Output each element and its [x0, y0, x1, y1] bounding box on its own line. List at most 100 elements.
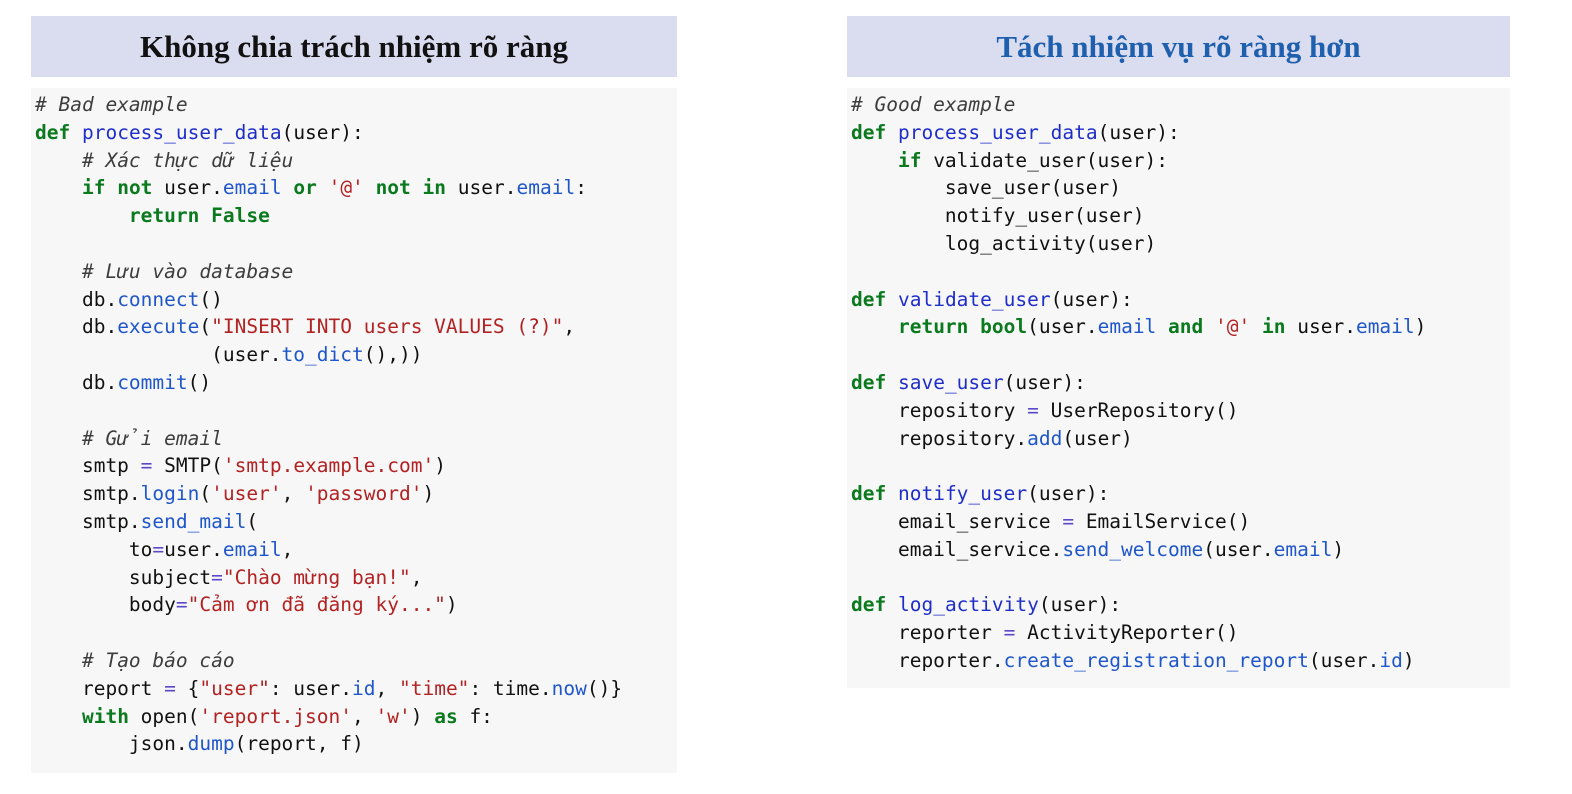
code-token: now — [551, 676, 587, 700]
code-token — [411, 176, 423, 199]
code-token: = — [175, 593, 188, 617]
code-token: def — [851, 287, 887, 311]
code-token — [1156, 315, 1168, 338]
code-token — [35, 705, 82, 728]
code-token — [199, 204, 211, 227]
code-token: ) — [445, 593, 458, 617]
code-token: False — [211, 204, 270, 228]
code-token: commit — [117, 370, 188, 394]
code-line: repository.add(user) — [847, 425, 1510, 453]
code-token — [282, 176, 294, 199]
code-token: email — [516, 176, 576, 200]
code-token: "time" — [398, 676, 470, 700]
code-token: ) — [1332, 537, 1345, 561]
code-line — [847, 564, 1510, 592]
code-token: , — [375, 676, 399, 700]
code-token — [1250, 315, 1262, 338]
code-token: '@' — [328, 176, 364, 200]
code-token: process_user_data — [81, 120, 282, 144]
code-token — [364, 176, 376, 199]
code-token: reporter — [851, 621, 1004, 645]
code-token: smtp — [35, 454, 141, 478]
code-token: (report, f) — [234, 732, 364, 756]
code-line: reporter = ActivityReporter() — [847, 619, 1510, 647]
code-token — [105, 176, 117, 199]
code-token: in — [422, 176, 447, 200]
code-token: , — [281, 482, 306, 506]
code-token: to — [35, 537, 153, 561]
code-token: ) — [1414, 315, 1427, 339]
code-line: body="Cảm ơn đã đăng ký...") — [31, 591, 677, 619]
code-line: if not user.email or '@' not in user.ema… — [31, 174, 677, 202]
code-token: "Chào mừng bạn!" — [222, 565, 411, 589]
code-token: open( — [128, 704, 200, 728]
code-token: email_service — [851, 509, 1063, 533]
code-line: email_service.send_welcome(user.email) — [847, 536, 1510, 564]
code-line: to=user.email, — [31, 536, 677, 564]
code-token: (user) — [1062, 426, 1133, 450]
code-token: (),)) — [363, 343, 423, 367]
code-token — [35, 149, 82, 172]
code-token: email_service. — [851, 537, 1063, 561]
code-token: save_user — [897, 370, 1004, 394]
code-token: (user. — [1308, 648, 1380, 672]
code-token: "user" — [199, 676, 270, 700]
code-token — [70, 121, 82, 144]
code-token: if — [81, 176, 106, 200]
code-token: f: — [457, 704, 493, 728]
code-token: () — [199, 287, 223, 311]
code-token — [886, 121, 898, 144]
code-token: validate_user — [897, 287, 1051, 311]
code-token: not — [117, 176, 153, 200]
code-token: (user): — [1050, 287, 1133, 311]
code-token: save_user(user) — [851, 176, 1122, 200]
code-token: db. — [35, 287, 118, 311]
code-line: json.dump(report, f) — [31, 730, 677, 758]
code-token: ActivityReporter() — [1015, 621, 1239, 645]
code-token: = — [1003, 621, 1016, 645]
code-line: (user.to_dict(),)) — [31, 341, 677, 369]
code-token: , — [410, 565, 423, 589]
code-line: return False — [31, 202, 677, 230]
code-token — [851, 315, 898, 338]
code-token: ) — [434, 454, 446, 478]
code-token — [886, 288, 898, 311]
code-line: report = {"user": user.id, "time": time.… — [31, 675, 677, 703]
code-token: as — [434, 704, 458, 728]
code-line — [847, 258, 1510, 286]
code-token: and — [1168, 315, 1204, 339]
code-token — [317, 176, 329, 199]
code-token: def — [35, 120, 71, 144]
code-token: = — [164, 676, 176, 700]
code-token: = — [1027, 398, 1039, 422]
code-token — [35, 649, 82, 672]
code-line: # Good example — [847, 91, 1510, 119]
code-token: email — [1097, 315, 1157, 339]
code-token: email — [222, 176, 282, 200]
code-token: 'user' — [211, 482, 282, 506]
code-line: def validate_user(user): — [847, 286, 1510, 314]
code-token: '@' — [1215, 315, 1251, 339]
code-token — [35, 427, 82, 450]
code-line — [31, 397, 677, 425]
code-line: db.commit() — [31, 369, 677, 397]
code-token: ( — [199, 482, 212, 506]
code-token: if — [897, 148, 922, 172]
code-token: (user. — [1027, 315, 1098, 339]
code-token: # Bad example — [35, 93, 188, 116]
code-line: smtp.send_mail( — [31, 508, 677, 536]
code-token: body — [35, 593, 176, 617]
code-token: def — [851, 370, 887, 394]
code-token: repository. — [851, 426, 1028, 450]
code-token: log_activity(user) — [851, 231, 1157, 255]
bad-example-title: Không chia trách nhiệm rõ ràng — [31, 16, 677, 77]
code-token: 'report.json' — [199, 704, 353, 728]
code-line: reporter.create_registration_report(user… — [847, 647, 1510, 675]
code-token: { — [175, 676, 200, 700]
code-line: # Gửi email — [31, 425, 677, 453]
code-token: email — [1355, 315, 1415, 339]
code-token: # Lưu vào database — [81, 259, 294, 283]
code-token: send_mail — [140, 509, 247, 533]
code-token: (user. — [35, 343, 282, 367]
